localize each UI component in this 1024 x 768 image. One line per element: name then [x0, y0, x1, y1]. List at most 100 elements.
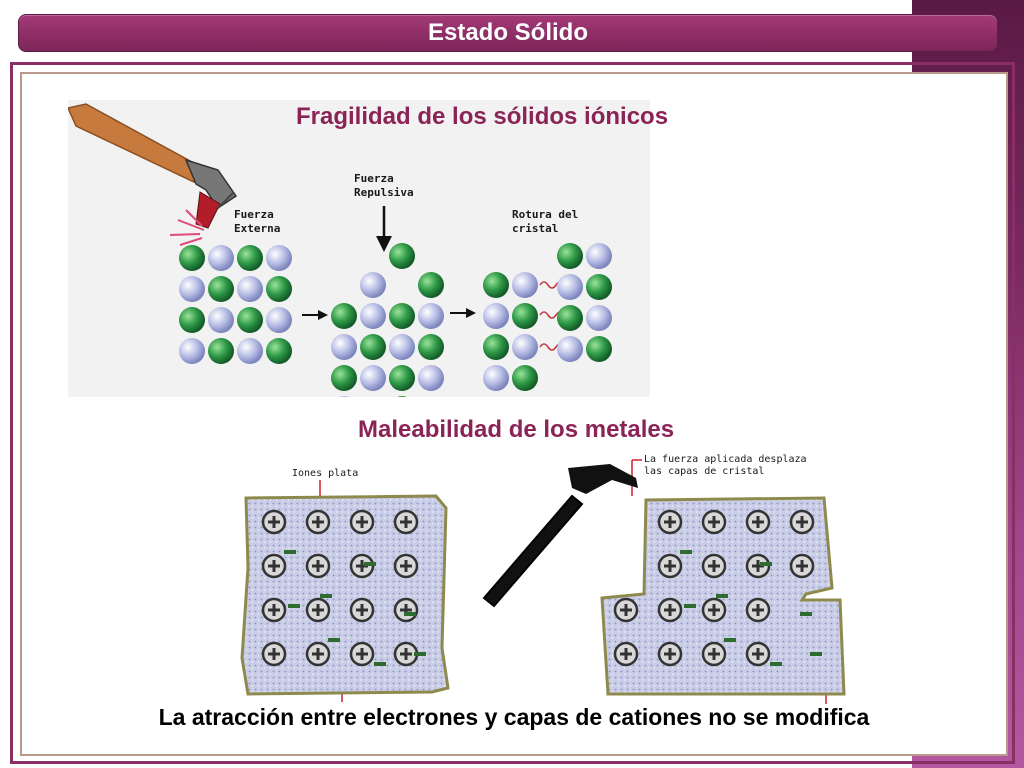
anion-sphere [331, 365, 357, 391]
plus-sign-icon [268, 560, 280, 572]
metal-block-intact [240, 494, 450, 696]
plus-sign-icon [664, 604, 676, 616]
label-repulsive-force-line1: Fuerza [354, 172, 394, 185]
anion-sphere [266, 338, 292, 364]
plus-sign-icon [752, 648, 764, 660]
label-external-force-line1: Fuerza [234, 208, 274, 221]
anion-sphere [179, 245, 205, 271]
plus-sign-icon [268, 604, 280, 616]
anion-sphere [586, 274, 612, 300]
anion-sphere [360, 334, 386, 360]
anion-sphere [483, 272, 509, 298]
heading-ionic-brittleness: Fragilidad de los sólidos iónicos [296, 103, 669, 130]
anion-sphere [418, 334, 444, 360]
metal-cation-grid-intact [261, 509, 426, 667]
anion-sphere [389, 365, 415, 391]
label-crystal-break-line1: Rotura del [512, 208, 578, 221]
cation-sphere [483, 303, 509, 329]
plus-sign-icon [796, 560, 808, 572]
plus-sign-icon [356, 604, 368, 616]
metal-malleability-figure: Iones plata La fuerza aplicada desplaza … [240, 454, 846, 704]
electron-mark [320, 594, 332, 598]
cation-sphere [557, 336, 583, 362]
plus-sign-icon [708, 648, 720, 660]
cation-sphere [208, 245, 234, 271]
cation-sphere [586, 305, 612, 331]
metal-cation-grid-shifted [613, 509, 822, 667]
cation-sphere [208, 307, 234, 333]
cation-sphere [512, 334, 538, 360]
cation-sphere [331, 334, 357, 360]
hammer-icon [68, 103, 238, 229]
electron-mark [288, 604, 300, 608]
anion-sphere [483, 334, 509, 360]
anion-sphere [557, 243, 583, 269]
plus-sign-icon [664, 516, 676, 528]
title-bar: Estado Sólido [18, 14, 998, 52]
electron-mark [760, 562, 772, 566]
plus-sign-icon [708, 516, 720, 528]
cation-sphere [389, 334, 415, 360]
anion-sphere [418, 272, 444, 298]
plus-sign-icon [664, 560, 676, 572]
label-external-force-line2: Externa [234, 222, 280, 235]
cation-sphere [512, 272, 538, 298]
label-crystal-break-line2: cristal [512, 222, 558, 235]
electron-mark [684, 604, 696, 608]
label-applied-force-line2: las capas de cristal [644, 466, 764, 477]
plus-sign-icon [268, 648, 280, 660]
plus-sign-icon [620, 648, 632, 660]
plus-sign-icon [708, 560, 720, 572]
electron-mark [724, 638, 736, 642]
heading-metal-malleability: Maleabilidad de los metales [358, 416, 675, 443]
cation-sphere [360, 272, 386, 298]
electron-mark [284, 550, 296, 554]
cation-sphere [339, 396, 349, 397]
anion-sphere [237, 307, 263, 333]
electron-mark [716, 594, 728, 598]
electron-mark [364, 562, 376, 566]
anion-sphere [557, 305, 583, 331]
anion-sphere [397, 396, 407, 397]
plus-sign-icon [356, 516, 368, 528]
cation-sphere [266, 245, 292, 271]
anion-sphere [179, 307, 205, 333]
electron-mark [414, 652, 426, 656]
plus-sign-icon [400, 648, 412, 660]
cation-sphere [179, 338, 205, 364]
cation-sphere [237, 276, 263, 302]
slide-caption: La atracción entre electrones y capas de… [158, 704, 870, 730]
plus-sign-icon [312, 648, 324, 660]
cation-sphere [557, 274, 583, 300]
plus-sign-icon [268, 516, 280, 528]
plus-sign-icon [312, 516, 324, 528]
electron-mark [328, 638, 340, 642]
anion-sphere [512, 365, 538, 391]
cation-sphere [360, 365, 386, 391]
cation-sphere [360, 303, 386, 329]
electron-mark [810, 652, 822, 656]
electron-mark [800, 612, 812, 616]
label-applied-force-line1: La fuerza aplicada desplaza [644, 454, 807, 465]
ionic-lattice-broken [483, 243, 612, 391]
plus-sign-icon [796, 516, 808, 528]
anion-sphere [266, 276, 292, 302]
electron-mark [404, 612, 416, 616]
anion-sphere [237, 245, 263, 271]
cation-sphere [237, 338, 263, 364]
label-repulsive-force-line2: Repulsiva [354, 186, 414, 199]
ionic-lattice-intact [179, 245, 292, 364]
plus-sign-icon [664, 648, 676, 660]
content-frame-outer [10, 62, 1015, 764]
anion-sphere [586, 336, 612, 362]
ionic-lattice-shifted [331, 243, 444, 397]
hammer-icon [482, 464, 638, 608]
plus-sign-icon [312, 604, 324, 616]
slide-title: Estado Sólido [427, 19, 588, 46]
anion-sphere [331, 303, 357, 329]
anion-sphere [389, 243, 415, 269]
anion-sphere [208, 338, 234, 364]
plus-sign-icon [312, 560, 324, 572]
label-silver-ions: Iones plata [292, 468, 358, 479]
anion-sphere [208, 276, 234, 302]
